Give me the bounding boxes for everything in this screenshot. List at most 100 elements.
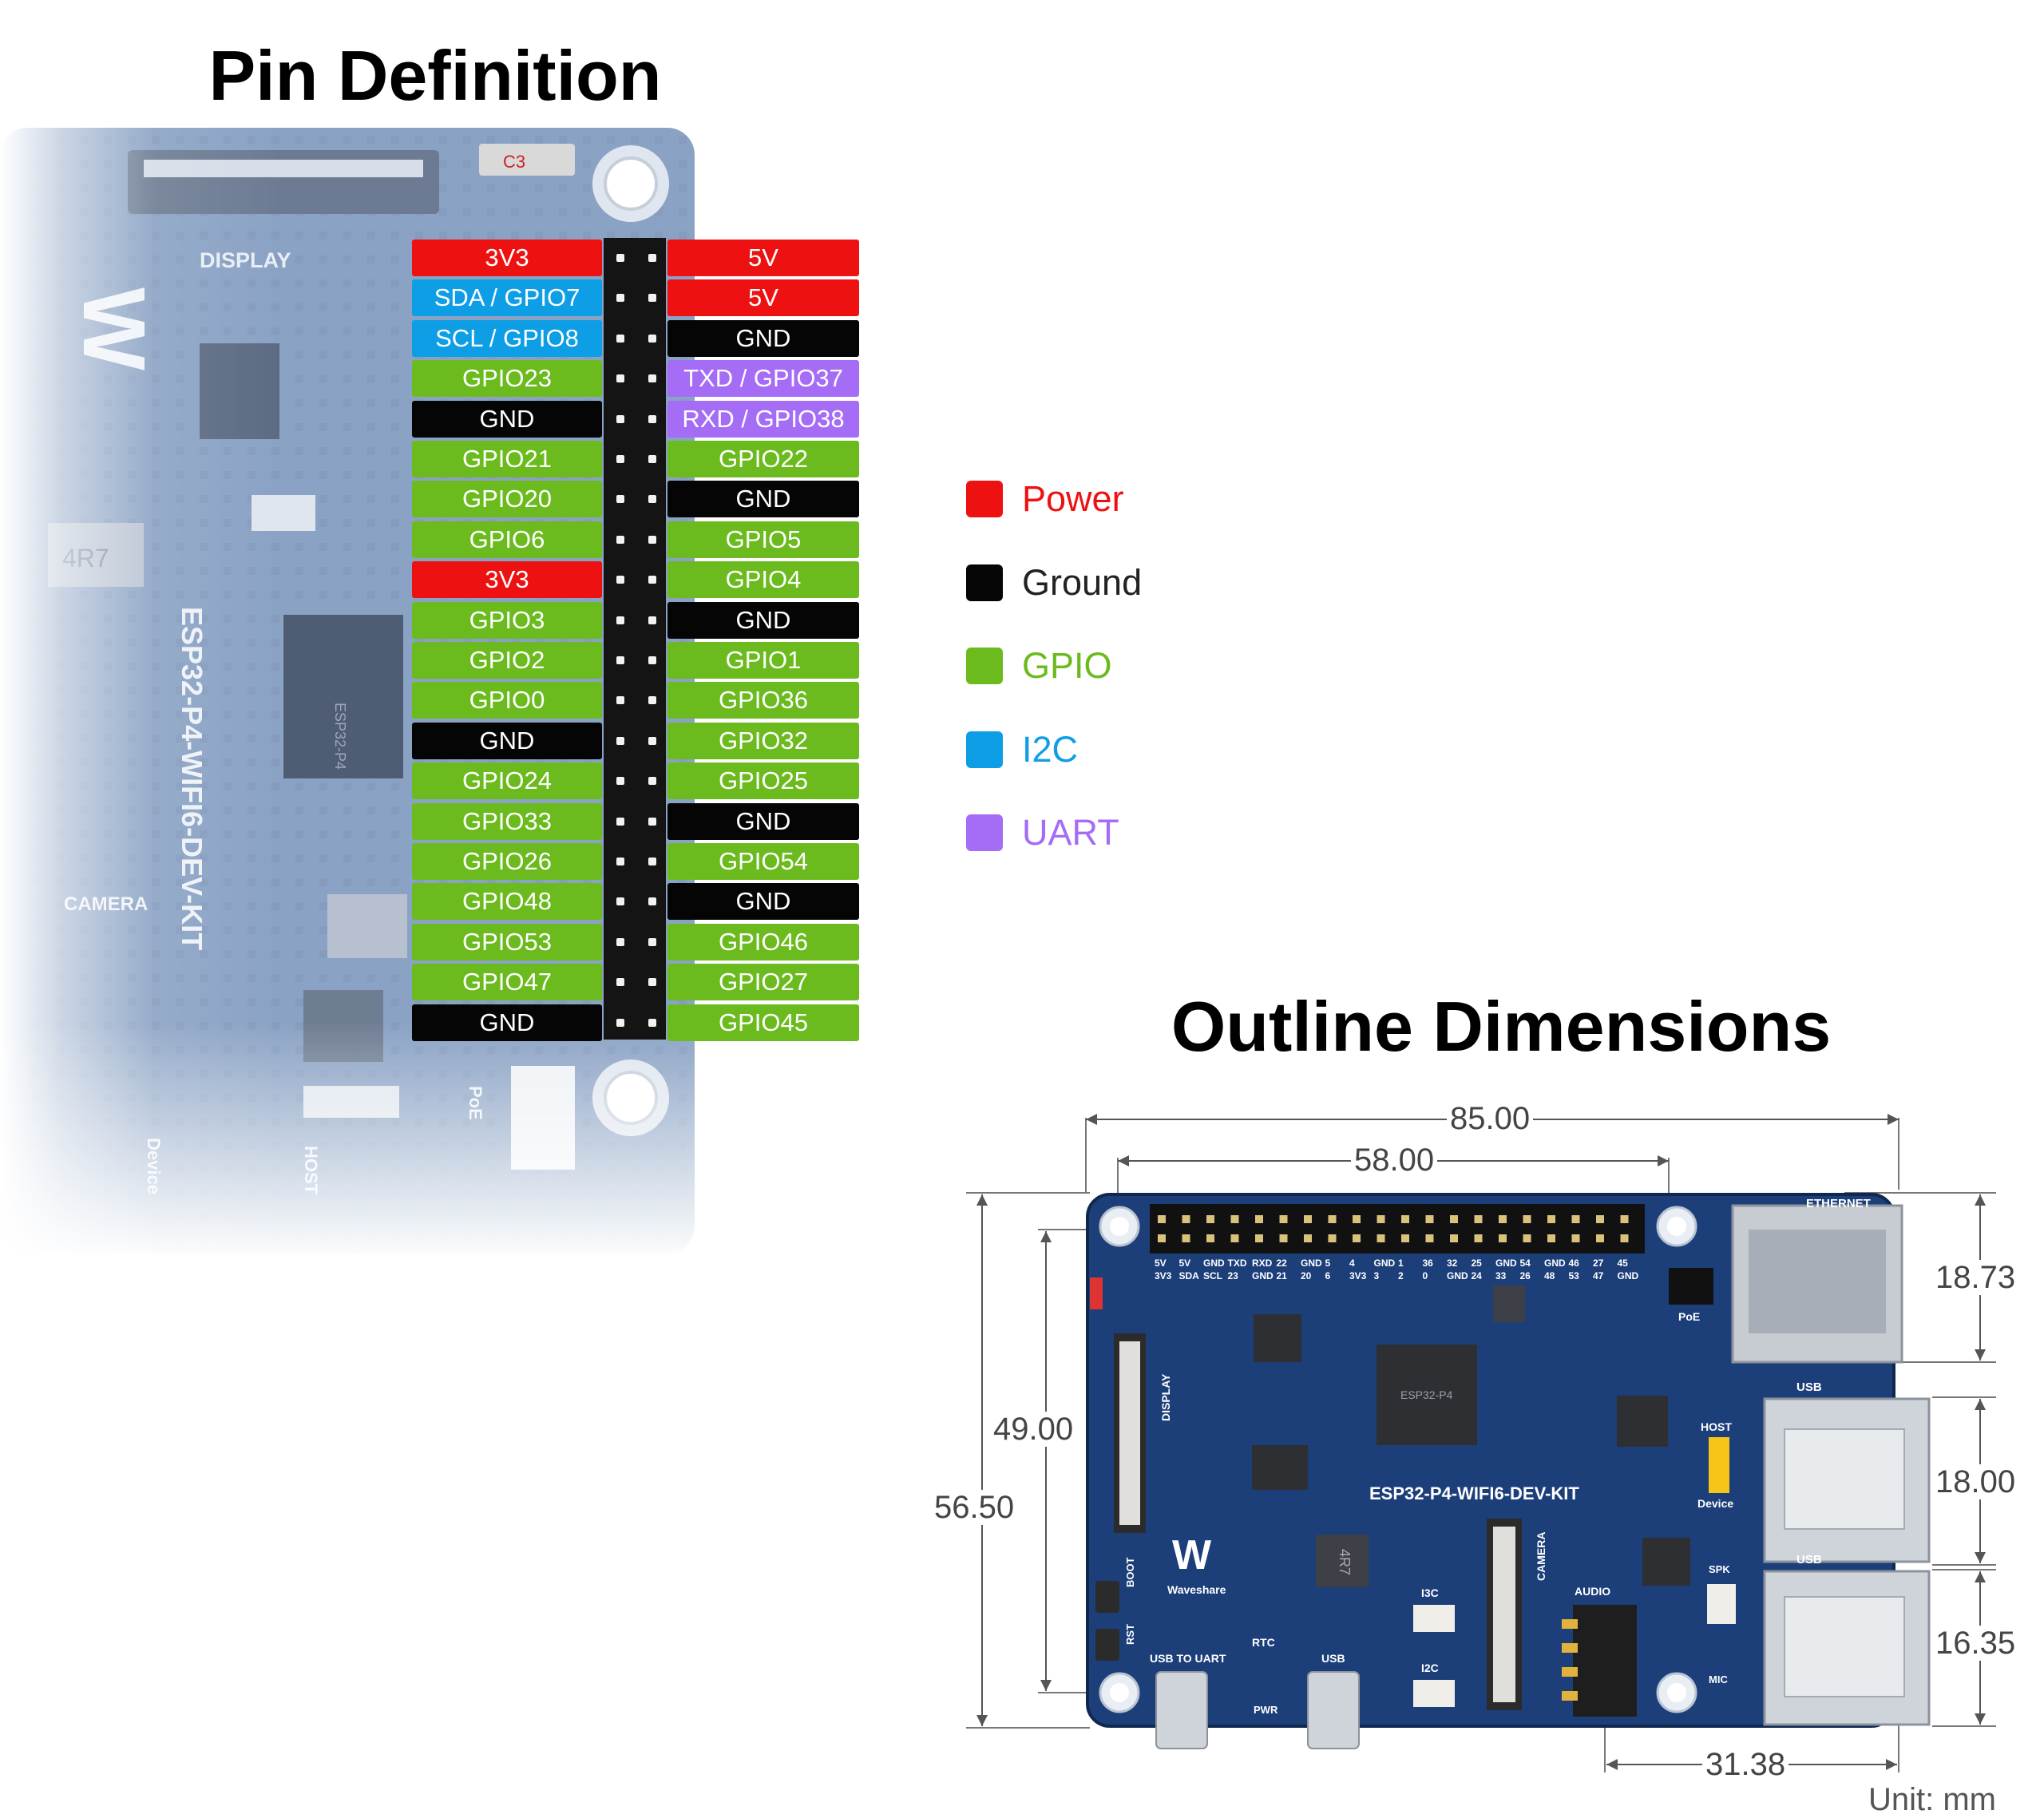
legend-swatch: [966, 814, 1003, 851]
header-pin-label: TXD: [1228, 1258, 1247, 1269]
boot-button: [1095, 1581, 1119, 1613]
i2c-connector: [1413, 1680, 1455, 1707]
header-pin-label: GND: [1374, 1258, 1396, 1269]
header-pin: [616, 858, 624, 865]
header-pin: [648, 777, 656, 786]
header-pin: [1523, 1234, 1531, 1242]
header-pin: [1571, 1215, 1580, 1223]
legend-label: Power: [1022, 478, 1124, 519]
header-pin: [1401, 1215, 1409, 1223]
usb-c-port: [1307, 1671, 1360, 1749]
pin-label-right: GPIO32: [667, 722, 859, 759]
header-pin: [616, 334, 624, 343]
header-pin-label: 32: [1447, 1258, 1458, 1269]
header-pin: [1279, 1215, 1288, 1223]
pcb-rst-label: RST: [1124, 1624, 1136, 1645]
header-pin-label: 48: [1544, 1270, 1555, 1281]
header-pin-label: 5: [1325, 1258, 1331, 1269]
header-pin: [1255, 1234, 1263, 1242]
board-camera-label: CAMERA: [64, 893, 148, 915]
header-pin: [648, 937, 656, 946]
pin-label-right: GPIO25: [667, 762, 859, 800]
header-pin: [1401, 1234, 1409, 1242]
header-pin: [648, 978, 656, 987]
header-pin: [616, 696, 624, 705]
pin-label-right: GND: [667, 481, 859, 518]
header-pin: [648, 414, 656, 423]
pin-label-left: GPIO26: [412, 843, 602, 880]
board-silkscreen-name: ESP32-P4-WIFI6-DEV-KIT: [176, 607, 208, 950]
legend-label: GPIO: [1022, 645, 1112, 686]
pin-label-left: GPIO47: [412, 964, 602, 1001]
header-pin-label: 22: [1277, 1258, 1288, 1269]
pin-label-left: GPIO6: [412, 521, 602, 558]
header-pin: [1158, 1215, 1166, 1223]
legend-label: UART: [1022, 812, 1119, 853]
header-pin: [1158, 1234, 1166, 1242]
pcb-poe-label: PoE: [1678, 1310, 1700, 1323]
header-pin-label: 53: [1569, 1270, 1580, 1281]
board-poe-label: PoE: [465, 1086, 485, 1120]
board-device-label: Device: [144, 1138, 164, 1194]
poe-header: [1669, 1268, 1713, 1305]
pin-label-left: GND: [412, 400, 602, 438]
dim-width-total: 85.00: [1447, 1101, 1534, 1136]
pcb-pwr-label: PWR: [1254, 1704, 1278, 1716]
pcb-audio-label: AUDIO: [1575, 1585, 1610, 1598]
pin-label-left: SCL / GPIO8: [412, 319, 602, 357]
outline-dimensions-title: Outline Dimensions: [1171, 987, 1832, 1066]
pcb-camera-label: CAMERA: [1535, 1532, 1547, 1581]
legend-label: Ground: [1022, 561, 1143, 603]
pin-label-left: GPIO20: [412, 481, 602, 518]
audio-jack: [1573, 1605, 1637, 1717]
header-pin: [616, 455, 624, 463]
header-pin: [1450, 1234, 1458, 1242]
pin-label-right: TXD / GPIO37: [667, 360, 859, 398]
pcb-brand-label: Waveshare: [1167, 1583, 1226, 1596]
pin-label-left: GPIO3: [412, 601, 602, 639]
dim-height-total: 56.50: [931, 1490, 1018, 1525]
header-pin: [1450, 1215, 1458, 1223]
pin-label-right: GPIO27: [667, 964, 859, 1001]
header-pin: [1425, 1215, 1434, 1223]
header-pin: [1230, 1215, 1239, 1223]
header-pin: [1304, 1215, 1312, 1223]
pin-label-right: 5V: [667, 240, 859, 276]
pin-label-right: GND: [667, 802, 859, 840]
pin-label-left: GPIO23: [412, 360, 602, 398]
pin-label-left: GPIO21: [412, 441, 602, 477]
header-pin: [1377, 1234, 1385, 1242]
header-pin: [1499, 1215, 1507, 1223]
board-host-label: HOST: [301, 1146, 321, 1195]
dim-ethernet: 18.73: [1932, 1260, 2019, 1295]
pin-label-left: GPIO33: [412, 802, 602, 840]
header-pin: [1328, 1234, 1337, 1242]
header-pin-label: 5V: [1179, 1258, 1191, 1269]
header-pin: [648, 736, 656, 745]
header-pin: [1425, 1234, 1434, 1242]
header-pin: [648, 374, 656, 383]
legend-swatch: [966, 731, 1003, 768]
header-pin-label: 26: [1520, 1270, 1531, 1281]
pcb-ethernet-label: ETHERNET: [1806, 1197, 1871, 1210]
pin-label-right: GND: [667, 319, 859, 357]
header-pin: [1304, 1234, 1312, 1242]
board-display-label: DISPLAY: [200, 248, 291, 272]
header-pin-label: GND: [1301, 1258, 1322, 1269]
header-pin-label: 24: [1472, 1270, 1483, 1281]
header-pin: [648, 254, 656, 262]
header-pin: [616, 414, 624, 423]
header-pin: [1474, 1234, 1483, 1242]
header-pin: [648, 656, 656, 664]
header-pin: [648, 455, 656, 463]
header-pin: [616, 736, 624, 745]
pin-label-left: 3V3: [412, 240, 602, 276]
dim-usb-lower: 16.35: [1932, 1626, 2019, 1661]
header-pin-label: 6: [1325, 1270, 1331, 1281]
pcb-host-label: HOST: [1701, 1420, 1732, 1433]
header-pin: [1279, 1234, 1288, 1242]
unit-label: Unit: mm: [1868, 1782, 1996, 1817]
legend-label: I2C: [1022, 728, 1079, 770]
